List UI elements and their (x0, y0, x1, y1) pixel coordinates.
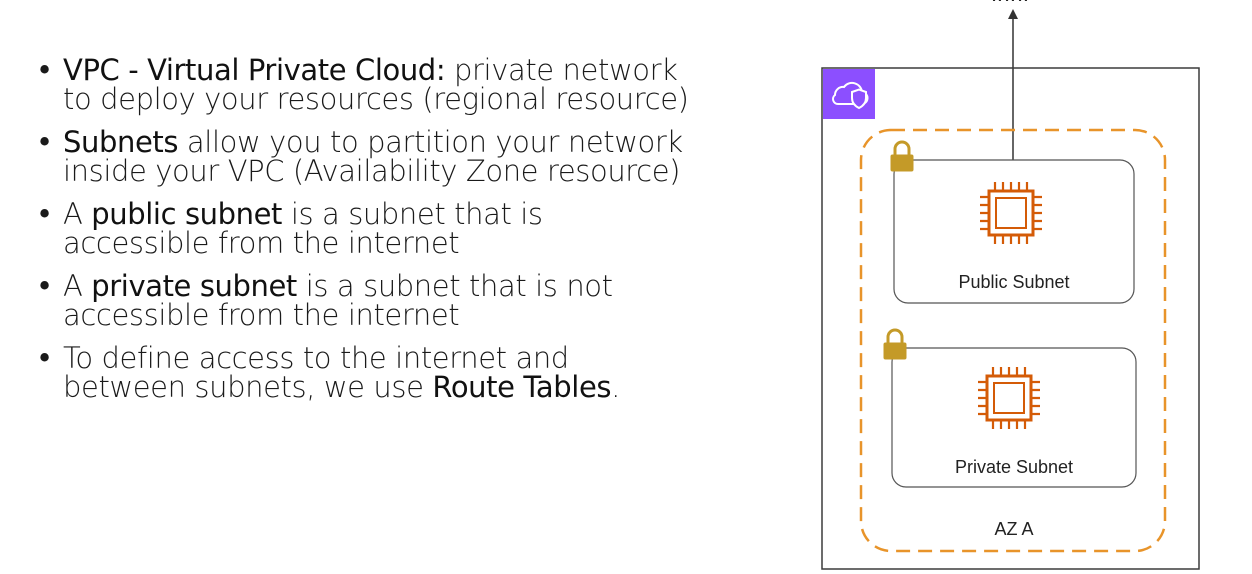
az-label: AZ A (994, 519, 1033, 539)
public-subnet-box (893, 159, 1135, 304)
bullet-private-subnet: •A private subnet is a subnet that is no… (36, 269, 613, 332)
bullet-list: •VPC - Virtual Private Cloud: private ne… (36, 56, 696, 416)
www-label: www (990, 0, 1031, 5)
bullet-subnets-text: allow you to partition your network insi… (63, 125, 683, 188)
bullet-private-text: is a subnet that is not accessible from … (63, 269, 613, 332)
bullet-public-prefix: A (63, 197, 92, 231)
bullet-public-text: is a subnet that is accessible from the … (63, 197, 543, 260)
bullet-vpc: •VPC - Virtual Private Cloud: private ne… (36, 53, 689, 116)
az-boundary (859, 128, 1167, 553)
bullet-route-tables: •To define access to the internet and be… (36, 341, 620, 404)
private-subnet-lock-icon (882, 328, 908, 361)
bullet-vpc-emphasis: VPC - Virtual Private Cloud: (63, 53, 446, 87)
private-subnet-label: Private Subnet (955, 457, 1073, 477)
vpc-boundary (821, 67, 1200, 570)
bullet-private-prefix: A (63, 269, 92, 303)
bullet-route-suffix: . (611, 370, 620, 404)
private-subnet-box (891, 347, 1137, 488)
vpc-icon (823, 69, 875, 119)
bullet-route-emphasis: Route Tables (432, 370, 612, 404)
bullet-public-subnet: •A public subnet is a subnet that is acc… (36, 197, 543, 260)
bullet-public-emphasis: public subnet (91, 197, 283, 231)
public-subnet-lock-icon (889, 140, 915, 173)
bullet-subnets-emphasis: Subnets (63, 125, 179, 159)
public-subnet-label: Public Subnet (958, 272, 1069, 292)
bullet-vpc-text: private network to deploy your resources… (63, 53, 689, 116)
bullet-subnets: •Subnets allow you to partition your net… (36, 125, 683, 188)
bullet-route-text: To define access to the internet and bet… (63, 341, 569, 404)
bullet-private-emphasis: private subnet (91, 269, 297, 303)
